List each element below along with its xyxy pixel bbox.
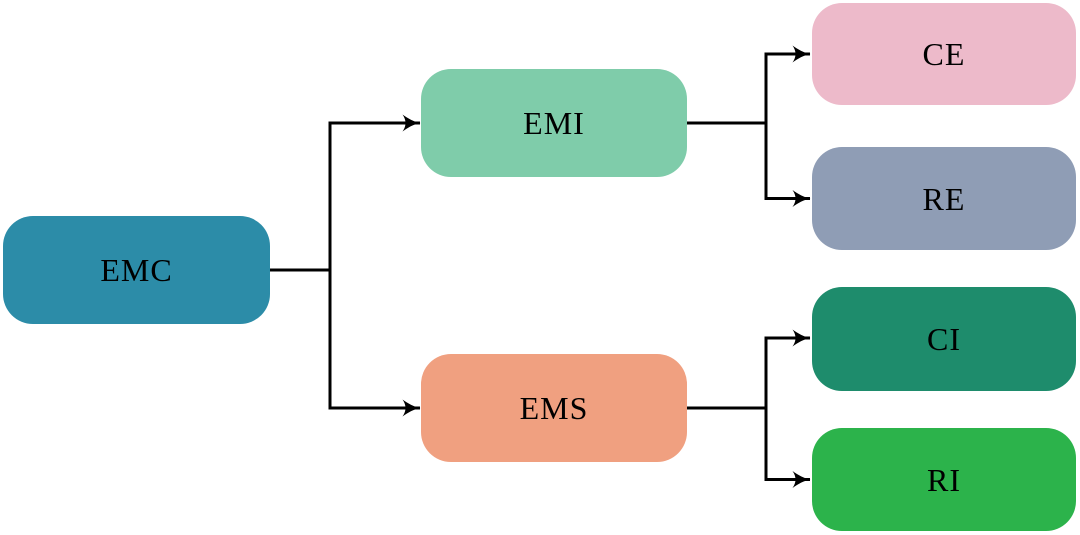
edge-emi-trunk [686, 52, 768, 200]
node-emc-label: EMC [100, 252, 173, 288]
node-ce-label: CE [922, 36, 966, 72]
node-ri-label: RI [927, 461, 961, 498]
node-ci: CI [812, 287, 1076, 391]
node-ems-label: EMS [519, 390, 589, 426]
node-ci-label: CI [927, 321, 961, 357]
node-re-label: RE [922, 180, 966, 217]
node-ce: CE [812, 3, 1076, 105]
node-ems: EMS [421, 354, 687, 462]
edge-emc-trunk [270, 121, 332, 410]
node-emi-label: EMI [523, 105, 585, 141]
node-emi: EMI [421, 69, 687, 177]
node-re: RE [812, 147, 1076, 250]
node-ri: RI [812, 428, 1076, 531]
edge-ems-trunk [686, 336, 768, 481]
node-emc: EMC [3, 216, 270, 324]
